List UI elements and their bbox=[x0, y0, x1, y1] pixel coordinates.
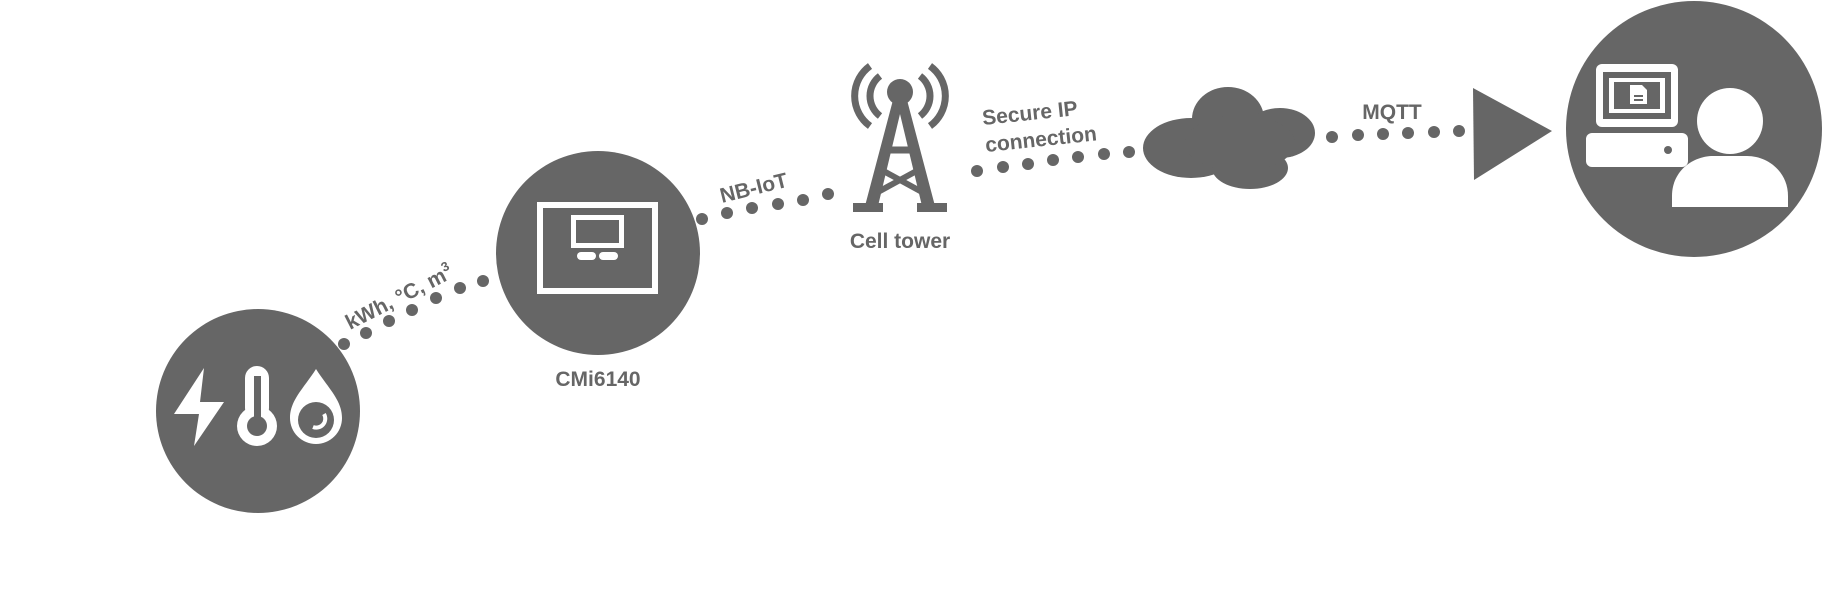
lightning-icon bbox=[174, 368, 224, 446]
computer-icon bbox=[1586, 64, 1688, 167]
cell-tower-icon bbox=[851, 63, 949, 212]
connector-sensors-device bbox=[338, 275, 489, 350]
device-label: CMi6140 bbox=[555, 368, 640, 391]
user-icon bbox=[1672, 88, 1788, 207]
thermometer-icon bbox=[237, 366, 277, 446]
device-node bbox=[496, 151, 700, 355]
tower-label: Cell tower bbox=[850, 230, 950, 253]
sensors-node bbox=[156, 309, 360, 513]
water-drop-icon bbox=[290, 369, 342, 444]
connector-cloud-server bbox=[1326, 125, 1465, 143]
cloud-icon bbox=[1143, 87, 1315, 189]
mqtt-label: MQTT bbox=[1362, 101, 1422, 124]
server-node bbox=[1566, 1, 1822, 257]
connector-device-tower bbox=[696, 188, 834, 225]
arrow-icon bbox=[1473, 88, 1552, 180]
connector-tower-cloud bbox=[971, 146, 1135, 177]
device-screen-icon bbox=[537, 202, 658, 294]
